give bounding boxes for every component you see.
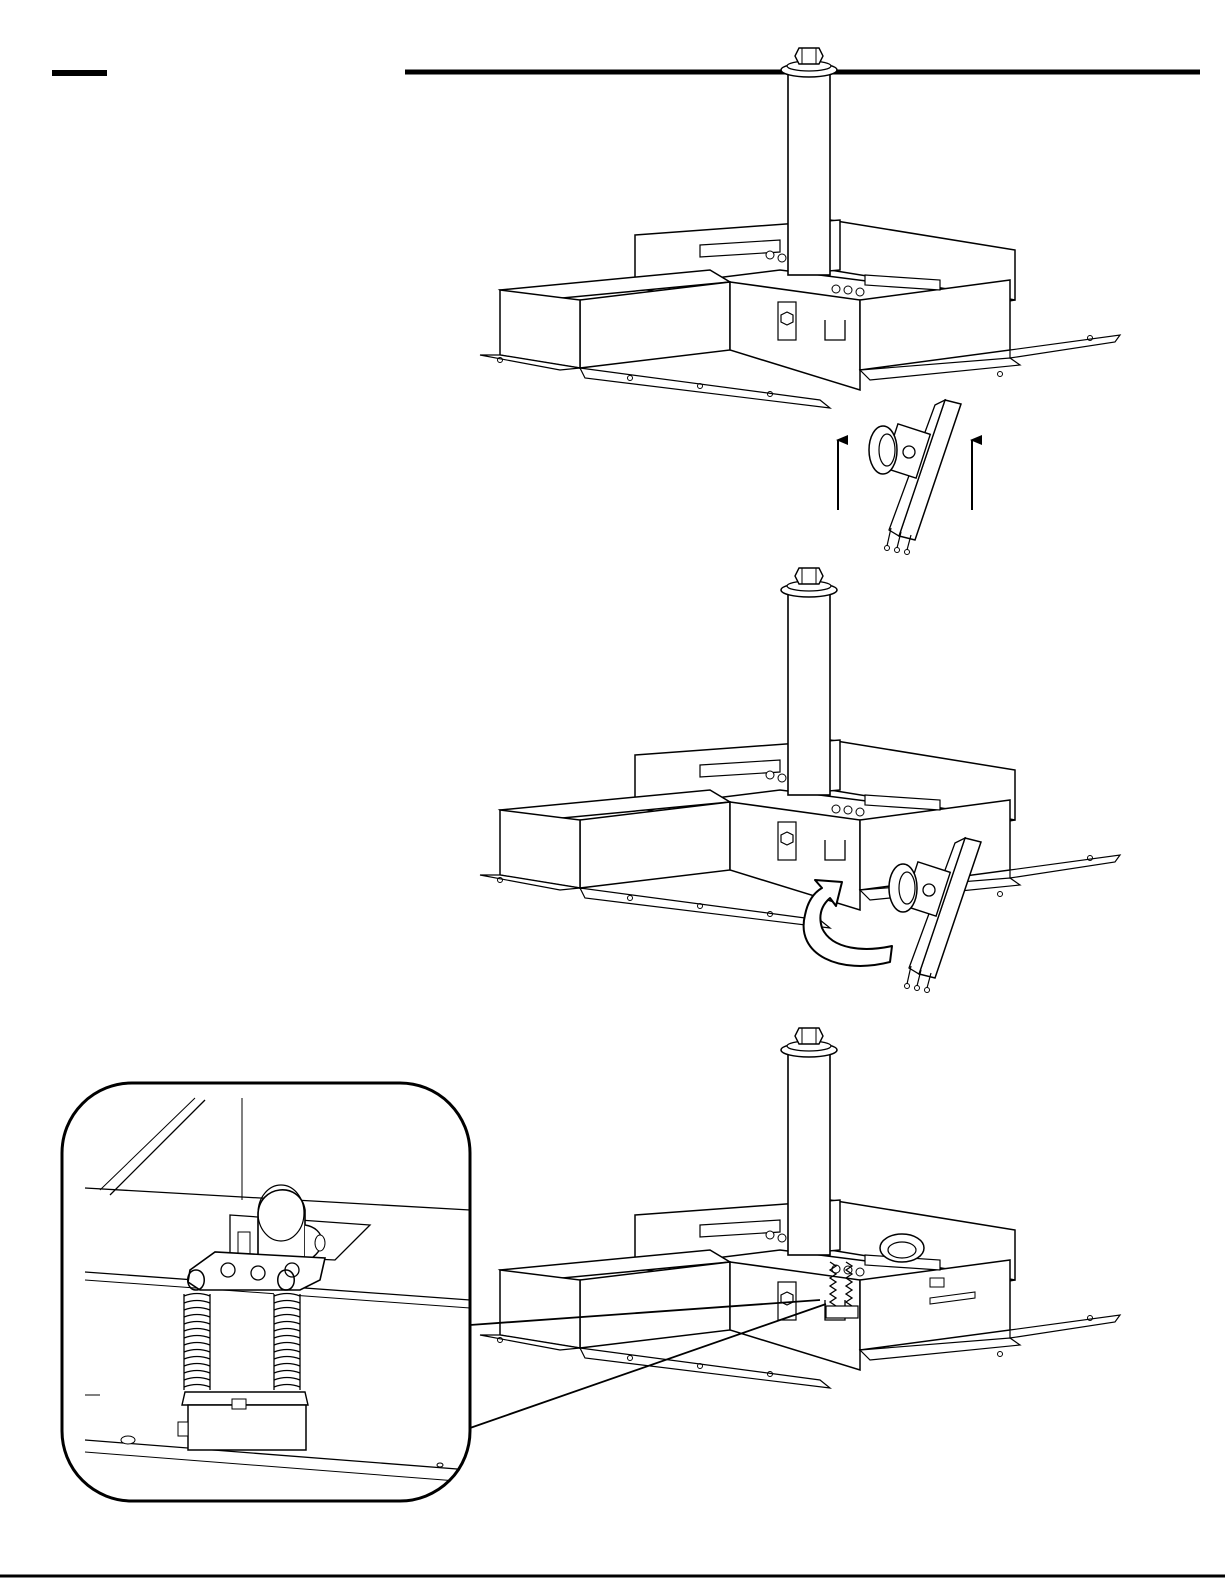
frame-assembly [480, 568, 1120, 928]
figure-step-3 [470, 1028, 1120, 1428]
frame-assembly [480, 1028, 1120, 1388]
figure-step-2 [480, 568, 1120, 993]
figure-step-1 [480, 48, 1120, 555]
frame-assembly [480, 48, 1120, 408]
caster-plate [869, 400, 961, 555]
detail-callout [62, 1083, 470, 1501]
